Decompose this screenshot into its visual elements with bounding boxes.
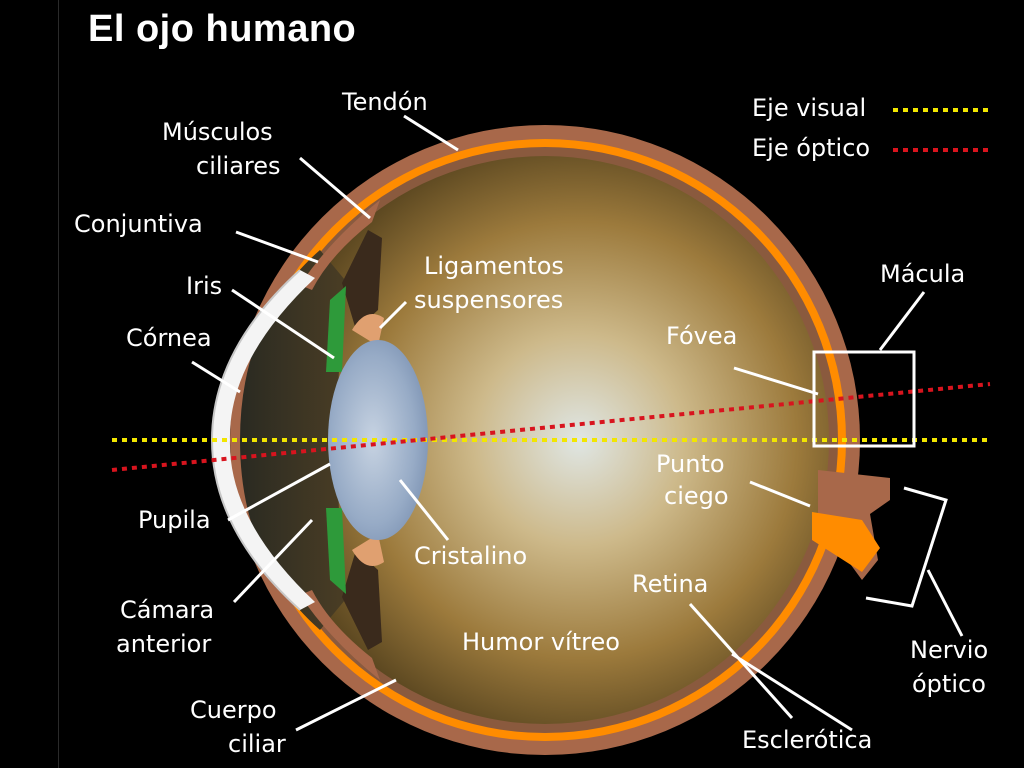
label-nervio-1: Nervio (910, 636, 988, 664)
label-retina: Retina (632, 570, 708, 598)
lens (328, 340, 428, 540)
optical-axis-line (111, 382, 991, 472)
macula-box (812, 350, 916, 448)
label-musculos-2: ciliares (196, 152, 281, 180)
diagram-title: El ojo humano (88, 8, 357, 50)
label-tendon: Tendón (341, 88, 428, 116)
conjunctiva-top (300, 200, 380, 290)
label-conjuntiva: Conjuntiva (74, 210, 203, 238)
legend-visual-label: Eje visual (752, 94, 866, 122)
label-cornea: Córnea (126, 324, 212, 352)
label-humor: Humor vítreo (462, 628, 620, 656)
label-fovea: Fóvea (666, 322, 737, 350)
label-musculos-1: Músculos (162, 118, 273, 146)
label-punto-1: Punto (656, 450, 725, 478)
label-camara-2: anterior (116, 630, 211, 658)
label-punto-2: ciego (664, 482, 729, 510)
conjunctiva-bottom (300, 590, 380, 680)
optic-nerve-bracket (865, 486, 948, 608)
iris-top (326, 286, 346, 372)
label-cristalino: Cristalino (414, 542, 527, 570)
label-macula: Mácula (880, 260, 965, 288)
label-nervio-2: óptico (912, 670, 986, 698)
label-ligamentos-2: suspensores (414, 286, 563, 314)
ligament-top (352, 314, 384, 346)
legend-optical-label: Eje óptico (752, 134, 870, 162)
label-ligamentos-1: Ligamentos (424, 252, 564, 280)
label-pupila: Pupila (138, 506, 211, 534)
cornea (212, 270, 315, 610)
leader-lines (191, 114, 964, 732)
optic-nerve-core (812, 512, 880, 572)
label-cuerpo-1: Cuerpo (190, 696, 277, 724)
label-esclerotica: Esclerótica (742, 726, 872, 754)
label-cuerpo-2: ciliar (228, 730, 286, 758)
label-camara-1: Cámara (120, 596, 214, 624)
label-iris: Iris (186, 272, 222, 300)
ciliary-body-bottom (342, 550, 382, 650)
iris-bottom (326, 508, 346, 594)
ciliary-body-top (342, 230, 382, 330)
ligament-bottom (352, 534, 384, 566)
